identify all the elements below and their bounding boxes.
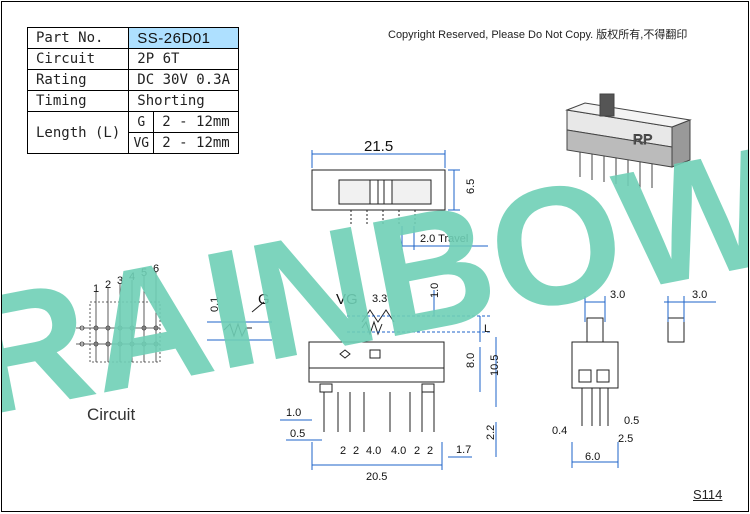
- pitch-4a: 4.0: [366, 445, 381, 457]
- spec-table: Part No. SS-26D01 Circuit 2P 6T Rating D…: [26, 27, 240, 154]
- spec-row-rating: Rating DC 30V 0.3A: [26, 69, 240, 91]
- product-3d-view: RP: [565, 93, 692, 188]
- pitch-4b: 4.0: [391, 445, 406, 457]
- side-knob-width-2-dim: 3.0: [692, 289, 707, 301]
- overall-width-dim: 20.5: [366, 471, 387, 483]
- pitch-2c: 2: [414, 445, 420, 457]
- spec-row-length-g: Length (L) G 2 - 12mm: [26, 111, 240, 154]
- side-view: [571, 296, 716, 468]
- circuit-pin-6: 6: [153, 263, 159, 275]
- spec-row-part: Part No. SS-26D01: [26, 27, 240, 49]
- side-knob-width-dim: 3.0: [610, 289, 625, 301]
- part-no-value: SS-26D01: [128, 27, 240, 49]
- circuit-pin-5: 5: [141, 267, 147, 279]
- g-offset-dim: 0.1: [209, 297, 221, 312]
- side-pin-width-dim: 0.4: [552, 425, 567, 437]
- pin-length-dim: 2.2: [485, 425, 497, 440]
- pin-spacing-dim: 1.7: [456, 444, 471, 456]
- copyright-notice: Copyright Reserved, Please Do Not Copy. …: [388, 29, 688, 41]
- top-height-dim: 6.5: [465, 179, 477, 194]
- top-view: [311, 150, 488, 250]
- side-row-spacing-dim: 2.5: [618, 433, 633, 445]
- length-g-value: 2 - 12mm: [153, 111, 240, 133]
- vg-offset-dim: 1.0: [429, 283, 441, 298]
- vg-height-dim: 3.3: [372, 293, 387, 305]
- part-no-label: Part No.: [26, 27, 130, 49]
- knob-type-vg: VG: [336, 291, 358, 308]
- circuit-pin-2: 2: [105, 279, 111, 291]
- rating-value: DC 30V 0.3A: [128, 69, 240, 91]
- pitch-2d: 2: [427, 445, 433, 457]
- circuit-caption: Circuit: [87, 405, 136, 424]
- circuit-schematic: [76, 272, 161, 363]
- circuit-label: Circuit: [26, 48, 130, 70]
- timing-value: Shorting: [128, 90, 240, 112]
- total-height-dim: 10.5: [489, 355, 501, 376]
- knob-type-g: G: [258, 291, 270, 308]
- front-view: [280, 337, 497, 470]
- knob-detail-vg: [347, 290, 492, 342]
- length-l-dim: L: [484, 323, 490, 335]
- circuit-pin-3: 3: [117, 275, 123, 287]
- spec-row-length-vg: VG 2 - 12mm: [28, 132, 240, 154]
- knob-detail-g: [207, 301, 272, 341]
- length-vg-label: VG: [128, 132, 155, 154]
- side-overall-width-dim: 6.0: [585, 451, 600, 463]
- product-marking: RP: [633, 131, 652, 147]
- page-code: S114: [693, 487, 723, 502]
- pitch-2b: 2: [353, 445, 359, 457]
- length-vg-value: 2 - 12mm: [153, 132, 240, 154]
- circuit-pin-4: 4: [129, 271, 135, 283]
- side-pin-spacing-dim: 0.5: [624, 415, 639, 427]
- length-label: Length (L): [26, 111, 130, 154]
- top-width-dim: 21.5: [364, 138, 393, 155]
- pitch-2a: 2: [340, 445, 346, 457]
- pin-width-dim: 0.5: [290, 428, 305, 440]
- body-height-dim: 8.0: [465, 353, 477, 368]
- circuit-pin-1: 1: [93, 283, 99, 295]
- travel-dim: 2.0 Travel: [420, 233, 468, 245]
- pin-thickness-dim: 1.0: [286, 407, 301, 419]
